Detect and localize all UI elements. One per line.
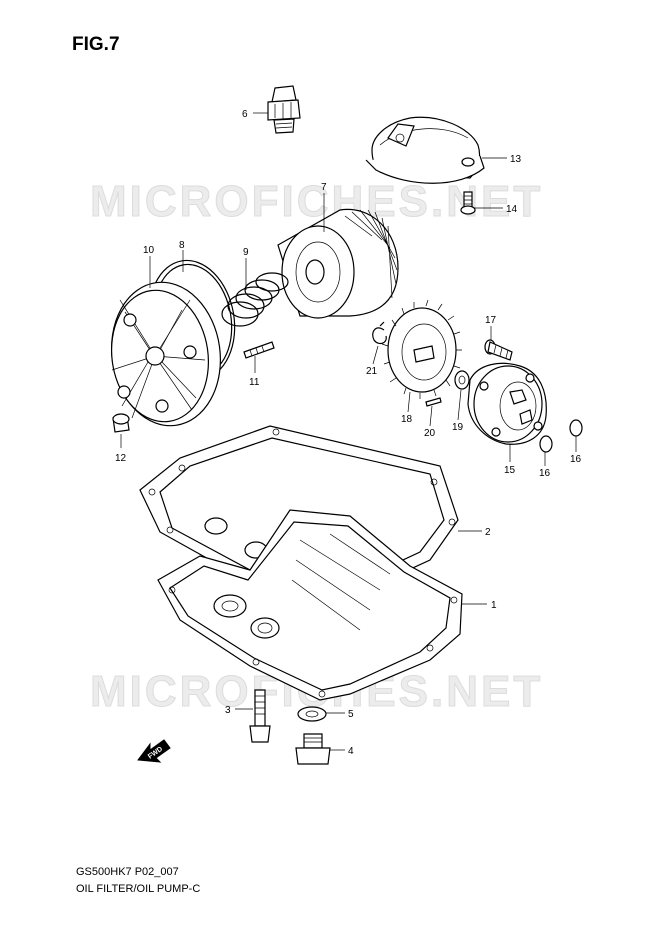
part-pin	[425, 397, 442, 407]
part-gasket-5	[297, 706, 327, 722]
figure-title: FIG.7	[72, 34, 120, 55]
callout-8: 8	[179, 240, 185, 251]
callout-5: 5	[348, 709, 354, 720]
callout-9: 9	[243, 247, 249, 258]
callout-16a: 16	[539, 468, 551, 479]
callout-11: 11	[249, 377, 260, 388]
callout-10: 10	[143, 245, 155, 256]
callout-13: 13	[510, 154, 522, 165]
callout-12: 12	[115, 453, 127, 464]
part-spring	[221, 272, 289, 327]
part-driven-gear	[381, 299, 462, 399]
part-bolt	[249, 689, 271, 743]
callout-7: 7	[321, 182, 327, 193]
part-drain-plug	[295, 733, 331, 765]
callout-20: 20	[424, 428, 436, 439]
part-oil-filter-cap	[110, 281, 222, 427]
callout-labels: 6 13 14 7 8 10 9 11 12 17 21 18 20 19 15…	[115, 109, 582, 757]
callout-4: 4	[348, 746, 354, 757]
part-stud	[243, 341, 275, 359]
watermark-top: MICROFICHES.NET	[90, 177, 543, 226]
callout-16b: 16	[570, 454, 582, 465]
part-cover	[365, 116, 485, 184]
diagram-code: GS500HK7 P02_007	[76, 866, 179, 878]
part-oil-pan	[157, 509, 463, 701]
part-screw-14	[460, 191, 476, 215]
forward-arrow-icon: FWD	[137, 739, 171, 763]
part-oil-pump	[467, 362, 547, 445]
leader-lines	[120, 112, 577, 751]
diagram-title: OIL FILTER/OIL PUMP-C	[76, 883, 201, 895]
part-oil-filter	[277, 208, 399, 319]
callout-3: 3	[225, 705, 231, 716]
callout-19: 19	[452, 422, 464, 433]
callout-2: 2	[485, 527, 491, 538]
callout-1: 1	[491, 600, 497, 611]
part-washer	[454, 370, 470, 390]
callout-17: 17	[485, 315, 497, 326]
callout-6: 6	[242, 109, 248, 120]
part-circlip	[372, 321, 387, 345]
callout-14: 14	[506, 204, 518, 215]
callout-21: 21	[366, 366, 378, 377]
callout-18: 18	[401, 414, 413, 425]
part-screw-17	[484, 339, 513, 361]
part-cap-nut	[112, 413, 130, 433]
part-oil-pressure-switch	[267, 85, 301, 134]
callout-15: 15	[504, 465, 516, 476]
